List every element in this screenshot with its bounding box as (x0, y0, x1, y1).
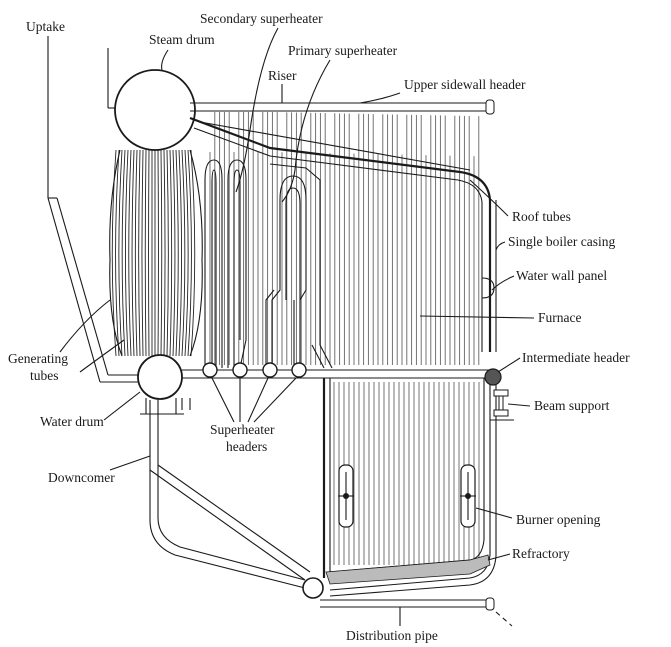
generating-tube (184, 149, 189, 357)
generating-tube (175, 149, 179, 357)
lower-header (302, 577, 324, 599)
single-boiler-casing (329, 200, 497, 597)
generating-tube (131, 149, 135, 357)
intermediate-floor (182, 369, 492, 379)
intermediate-header (484, 368, 502, 386)
label-water-drum: Water drum (40, 414, 104, 429)
superheater-headers (202, 362, 307, 378)
burner-opening-left (338, 464, 354, 528)
generating-tube (190, 149, 196, 357)
generating-tube (128, 149, 132, 357)
generating-tube (115, 149, 120, 357)
generating-tube (160, 149, 163, 357)
generating-tube (121, 149, 126, 357)
beam-support (490, 389, 514, 421)
label-superheater-headers-1: Superheater (210, 422, 275, 437)
generating-tube (187, 149, 192, 357)
label-downcomer: Downcomer (48, 470, 115, 485)
generating-tube (144, 149, 147, 357)
label-beam-support: Beam support (534, 398, 610, 413)
label-secondary-superheater: Secondary superheater (200, 11, 323, 26)
label-generating-tubes-1: Generating (8, 351, 68, 366)
secondary-superheater (204, 159, 247, 369)
refractory (325, 554, 491, 585)
label-primary-superheater: Primary superheater (288, 43, 398, 58)
generating-tube (181, 149, 186, 357)
primary-superheater (265, 163, 333, 369)
generating-tube (166, 149, 169, 357)
water-wall-panel (481, 277, 495, 299)
generating-tube (141, 149, 144, 357)
back-wall-tubes (209, 112, 480, 565)
downcomer (149, 400, 311, 589)
label-uptake: Uptake (26, 19, 65, 34)
generating-tube (125, 149, 129, 357)
label-furnace: Furnace (538, 310, 581, 325)
label-water-wall-panel: Water wall panel (516, 268, 607, 283)
generating-tube (134, 149, 138, 357)
label-burner-opening: Burner opening (516, 512, 601, 527)
uptake-casing (47, 48, 142, 383)
label-generating-tubes-2: tubes (30, 368, 59, 383)
generating-tube (178, 149, 182, 357)
label-roof-tubes: Roof tubes (512, 209, 571, 224)
steam-drum (114, 69, 196, 151)
water-drum (137, 354, 191, 415)
label-distribution-pipe: Distribution pipe (346, 628, 438, 643)
label-single-boiler-casing: Single boiler casing (508, 234, 615, 249)
leader-lines (47, 27, 535, 626)
generating-tubes-bank (109, 149, 203, 357)
generating-tube (169, 149, 173, 357)
label-superheater-headers-2: headers (226, 439, 267, 454)
generating-tube (138, 149, 141, 357)
label-upper-sidewall-header: Upper sidewall header (404, 77, 526, 92)
label-refractory: Refractory (512, 546, 570, 561)
label-riser: Riser (268, 68, 297, 83)
label-steam-drum: Steam drum (149, 32, 215, 47)
generating-tube (111, 149, 117, 357)
generating-tube (172, 149, 176, 357)
label-intermediate-header: Intermediate header (522, 350, 630, 365)
burner-opening-right (460, 464, 476, 528)
riser (190, 99, 495, 115)
generating-tube (163, 149, 166, 357)
generating-tube (118, 149, 123, 357)
distribution-pipe (320, 597, 513, 627)
